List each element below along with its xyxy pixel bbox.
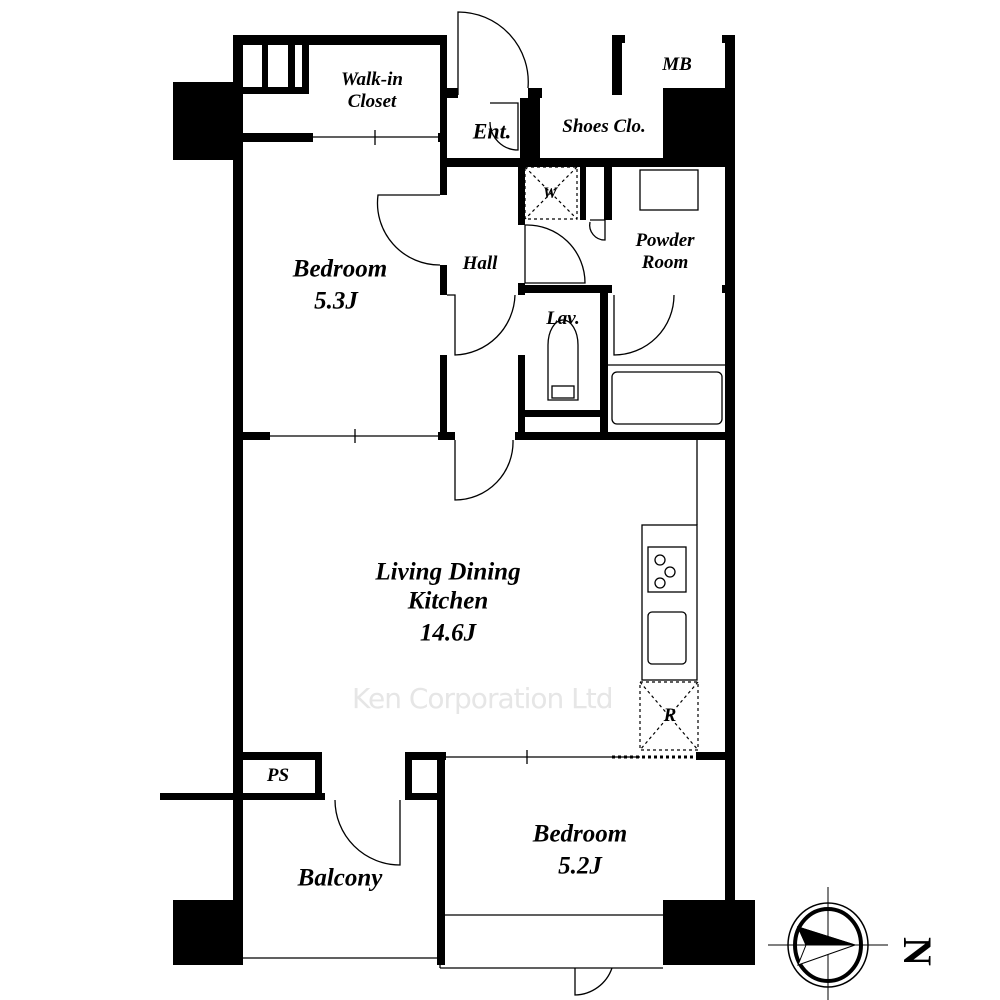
hall-label: Hall bbox=[462, 253, 498, 275]
balcony-label: Balcony bbox=[297, 864, 383, 892]
entrance-label: Ent. bbox=[472, 118, 512, 144]
washer-label: W bbox=[542, 184, 558, 202]
ldk-name: Living Dining Kitchen bbox=[375, 558, 521, 614]
bedroom-1-size: 5.3J bbox=[314, 287, 358, 315]
pipe-space-label: PS bbox=[266, 765, 290, 787]
walk-in-closet-label: Walk-in Closet bbox=[341, 69, 403, 112]
lavatory-label: Lav. bbox=[546, 308, 580, 330]
bedroom-2-size: 5.2J bbox=[558, 852, 602, 880]
refrigerator-label: R bbox=[663, 705, 677, 727]
meter-box-label: MB bbox=[662, 54, 692, 76]
bedroom-2-name: Bedroom bbox=[532, 820, 628, 848]
doors-and-fixtures bbox=[243, 11, 725, 996]
north-label: N bbox=[894, 937, 940, 966]
compass bbox=[768, 887, 888, 1000]
watermark: Ken Corporation Ltd bbox=[352, 682, 613, 715]
bedroom-1-name: Bedroom bbox=[292, 255, 388, 283]
ldk-size: 14.6J bbox=[419, 619, 477, 647]
shoes-closet-label: Shoes Clo. bbox=[562, 116, 646, 138]
powder-room-label: Powder Room bbox=[635, 230, 695, 273]
